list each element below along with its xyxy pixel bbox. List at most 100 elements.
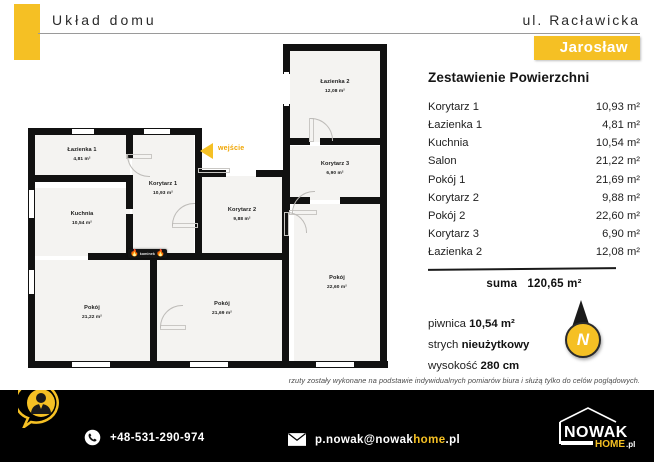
extra-label: strych <box>428 339 459 352</box>
area-summary-panel: Zestawienie Powierzchni Korytarz 1 10,93 … <box>428 70 640 378</box>
wall-pokoj-divider-vert <box>150 258 157 364</box>
wall-left-outer-top <box>28 128 202 135</box>
entrance-arrow-icon <box>200 143 213 159</box>
area-row: Korytarz 2 9,88 m² <box>428 189 640 207</box>
room-name: Korytarz 3 <box>320 161 350 167</box>
room-label-lazienka1: Łazienka 1 4,81 m² <box>42 146 122 163</box>
area-row: Łazienka 2 12,08 m² <box>428 243 640 261</box>
area-row: Korytarz 1 10,93 m² <box>428 98 640 116</box>
area-value: 21,69 m² <box>595 173 640 186</box>
wall-korytarz2-top-a <box>198 170 226 177</box>
floor-plan: Łazienka 1 4,81 m² Kuchnia 10,54 m² Kory… <box>20 42 410 380</box>
wall-right-wing-left-b <box>283 104 290 210</box>
flame-icon: 🔥 <box>130 250 139 257</box>
room-area: 9,88 m² <box>233 216 251 222</box>
wall-right-wing-top <box>283 44 387 51</box>
svg-text:NOWAK: NOWAK <box>564 424 628 441</box>
room-fill-kuchnia <box>34 188 130 256</box>
extra-row: piwnica 10,54 m² <box>428 314 640 335</box>
area-name: Pokój 2 <box>428 209 466 222</box>
wall-mid-vert-a <box>195 128 202 188</box>
extra-row: wysokość 280 cm <box>428 356 640 377</box>
header-accent-bar <box>14 4 40 60</box>
room-fill-pokoj-2122 <box>34 260 152 362</box>
envelope-icon <box>288 433 306 446</box>
area-name: Salon <box>428 155 457 168</box>
header-street: ul. Racławicka <box>522 12 640 28</box>
area-value: 22,60 m² <box>595 209 640 222</box>
window-pokoj3-bottom <box>316 362 354 367</box>
door-arc-lazienka1 <box>127 154 150 177</box>
panel-title: Zestawienie Powierzchni <box>428 70 590 85</box>
area-value: 12,08 m² <box>595 246 640 259</box>
wall-korytarz1-left-b <box>126 175 133 209</box>
room-label-korytarz1: Korytarz 1 10,93 m² <box>132 180 194 197</box>
disclaimer-text: rzuty zostały wykonane na podstawie indy… <box>288 376 640 385</box>
room-area: 10,93 m² <box>153 190 173 196</box>
room-label-pokoj-2122: Pokój 21,22 m² <box>42 304 142 321</box>
flame-icon: 🔥 <box>156 250 165 257</box>
entrance-label: wejście <box>218 145 245 152</box>
wall-lazienka2-bottom-a <box>286 138 310 145</box>
compass-letter: N <box>565 322 601 358</box>
nowak-home-logo[interactable]: NOWAK HOME .pl <box>538 406 642 452</box>
room-label-pokoj-2260: Pokój 22,60 m² <box>296 274 378 291</box>
sum-row: suma 120,65 m² <box>428 278 640 290</box>
room-fill-korytarz2 <box>198 176 286 256</box>
area-name: Łazienka 1 <box>428 119 483 132</box>
room-label-korytarz3: Korytarz 3 6,90 m² <box>292 160 378 177</box>
room-name: Łazienka 2 <box>320 79 350 85</box>
room-name: Pokój <box>214 301 230 307</box>
extra-label: wysokość <box>428 360 478 373</box>
area-name: Korytarz 2 <box>428 191 479 204</box>
room-area: 21,69 m² <box>212 310 232 316</box>
phone-number: +48-531-290-974 <box>110 431 205 444</box>
wall-right-wing-right <box>380 44 387 368</box>
wall-right-wing-left-a <box>283 44 290 74</box>
room-area: 4,81 m² <box>73 156 91 162</box>
area-value: 6,90 m² <box>602 227 640 240</box>
room-fill-pokoj-2260 <box>294 204 380 362</box>
room-label-pokoj-2169: Pokój 21,69 m² <box>170 300 274 317</box>
wall-lazienka2-bottom-b <box>320 138 382 145</box>
email-prefix: p.nowak@nowak <box>315 433 414 446</box>
area-value: 10,54 m² <box>595 137 640 150</box>
room-label-kuchnia: Kuchnia 10,54 m² <box>42 210 122 227</box>
area-name: Łazienka 2 <box>428 246 483 259</box>
window-pokoj1-bottom <box>72 362 110 367</box>
wall-korytarz1-left-a <box>126 128 133 158</box>
area-row: Łazienka 1 4,81 m² <box>428 116 640 134</box>
sum-label: suma <box>486 278 518 291</box>
room-area: 12,08 m² <box>325 88 345 94</box>
header-city-badge: Jarosław <box>533 36 640 60</box>
wall-pokoj-right-vert <box>282 253 289 364</box>
area-value: 10,93 m² <box>595 101 640 113</box>
window-lazienka1-top <box>72 129 94 134</box>
room-area: 6,90 m² <box>326 170 344 176</box>
wall-lazienka1-bottom <box>28 175 132 182</box>
wall-lower-divider-mid <box>198 253 288 260</box>
wall-korytarz1-left-c <box>126 214 133 258</box>
window-pokoj-left <box>29 270 34 294</box>
room-area: 10,54 m² <box>72 220 92 226</box>
extra-label: piwnica <box>428 318 466 331</box>
area-value: 9,88 m² <box>602 191 640 204</box>
skyline-graphic <box>0 390 654 462</box>
email-text: p.nowak@nowakhome.pl <box>315 434 460 446</box>
area-value: 4,81 m² <box>602 119 640 132</box>
room-name: Pokój <box>84 305 100 311</box>
room-name: Kuchnia <box>70 211 94 217</box>
contact-phone[interactable]: +48-531-290-974 <box>84 429 205 446</box>
area-name: Korytarz 1 <box>428 101 479 113</box>
room-name: Łazienka 1 <box>67 147 97 153</box>
header-divider <box>38 33 640 34</box>
door-korytarz2-entry <box>198 168 230 173</box>
room-name: Korytarz 1 <box>148 181 178 187</box>
area-row: Pokój 2 22,60 m² <box>428 207 640 225</box>
page-title: Układ domu <box>52 12 157 28</box>
room-name: Pokój <box>329 275 345 281</box>
contact-email[interactable]: p.nowak@nowakhome.pl <box>288 433 460 446</box>
